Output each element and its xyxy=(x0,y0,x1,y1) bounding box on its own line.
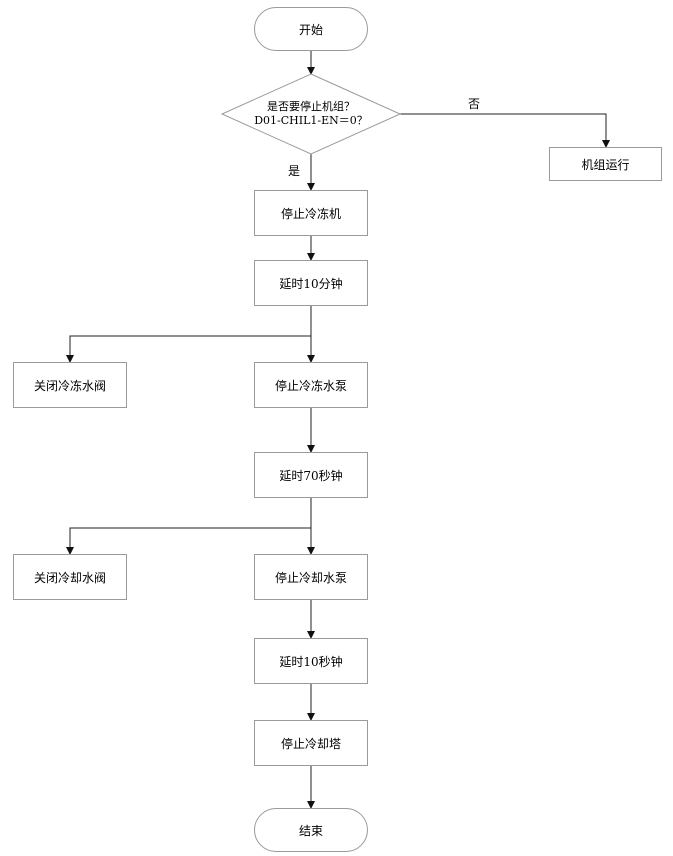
decision-line2: D01-CHIL1-EN＝0？ xyxy=(254,114,368,127)
delay1-box: 延时10分钟 xyxy=(254,260,368,306)
close-chilled-valve-label: 关闭冷冻水阀 xyxy=(33,378,106,393)
stop-chilled-pump-label: 停止冷冻水泵 xyxy=(274,378,347,393)
stop-chilled-pump-box: 停止冷冻水泵 xyxy=(254,362,368,408)
end-label: 结束 xyxy=(298,823,323,838)
delay3-box: 延时10秒钟 xyxy=(254,638,368,684)
delay3-label: 延时10秒钟 xyxy=(279,654,343,669)
branch-no-label: 否 xyxy=(468,97,481,111)
close-chilled-valve-box: 关闭冷冻水阀 xyxy=(13,362,127,408)
unit-running-box: 机组运行 xyxy=(549,147,662,181)
end-terminal: 结束 xyxy=(254,808,368,852)
unit-running-label: 机组运行 xyxy=(581,157,630,172)
delay2-box: 延时70秒钟 xyxy=(254,452,368,498)
start-label: 开始 xyxy=(298,22,323,37)
stop-cooling-pump-box: 停止冷却水泵 xyxy=(254,554,368,600)
start-terminal: 开始 xyxy=(254,7,368,51)
stop-chiller-label: 停止冷冻机 xyxy=(280,206,341,221)
stop-cooling-tower-box: 停止冷却塔 xyxy=(254,720,368,766)
decision-text: 是否要停止机组？ D01-CHIL1-EN＝0？ xyxy=(222,100,400,128)
close-cooling-valve-box: 关闭冷却水阀 xyxy=(13,554,127,600)
decision-diamond xyxy=(220,73,402,155)
decision-line1: 是否要停止机组？ xyxy=(267,100,355,113)
delay2-label: 延时70秒钟 xyxy=(279,468,343,483)
stop-cooling-tower-label: 停止冷却塔 xyxy=(280,736,341,751)
stop-chiller-box: 停止冷冻机 xyxy=(254,190,368,236)
stop-cooling-pump-label: 停止冷却水泵 xyxy=(274,570,347,585)
branch-yes-label: 是 xyxy=(288,164,301,178)
delay1-label: 延时10分钟 xyxy=(279,276,343,291)
close-cooling-valve-label: 关闭冷却水阀 xyxy=(33,570,106,585)
